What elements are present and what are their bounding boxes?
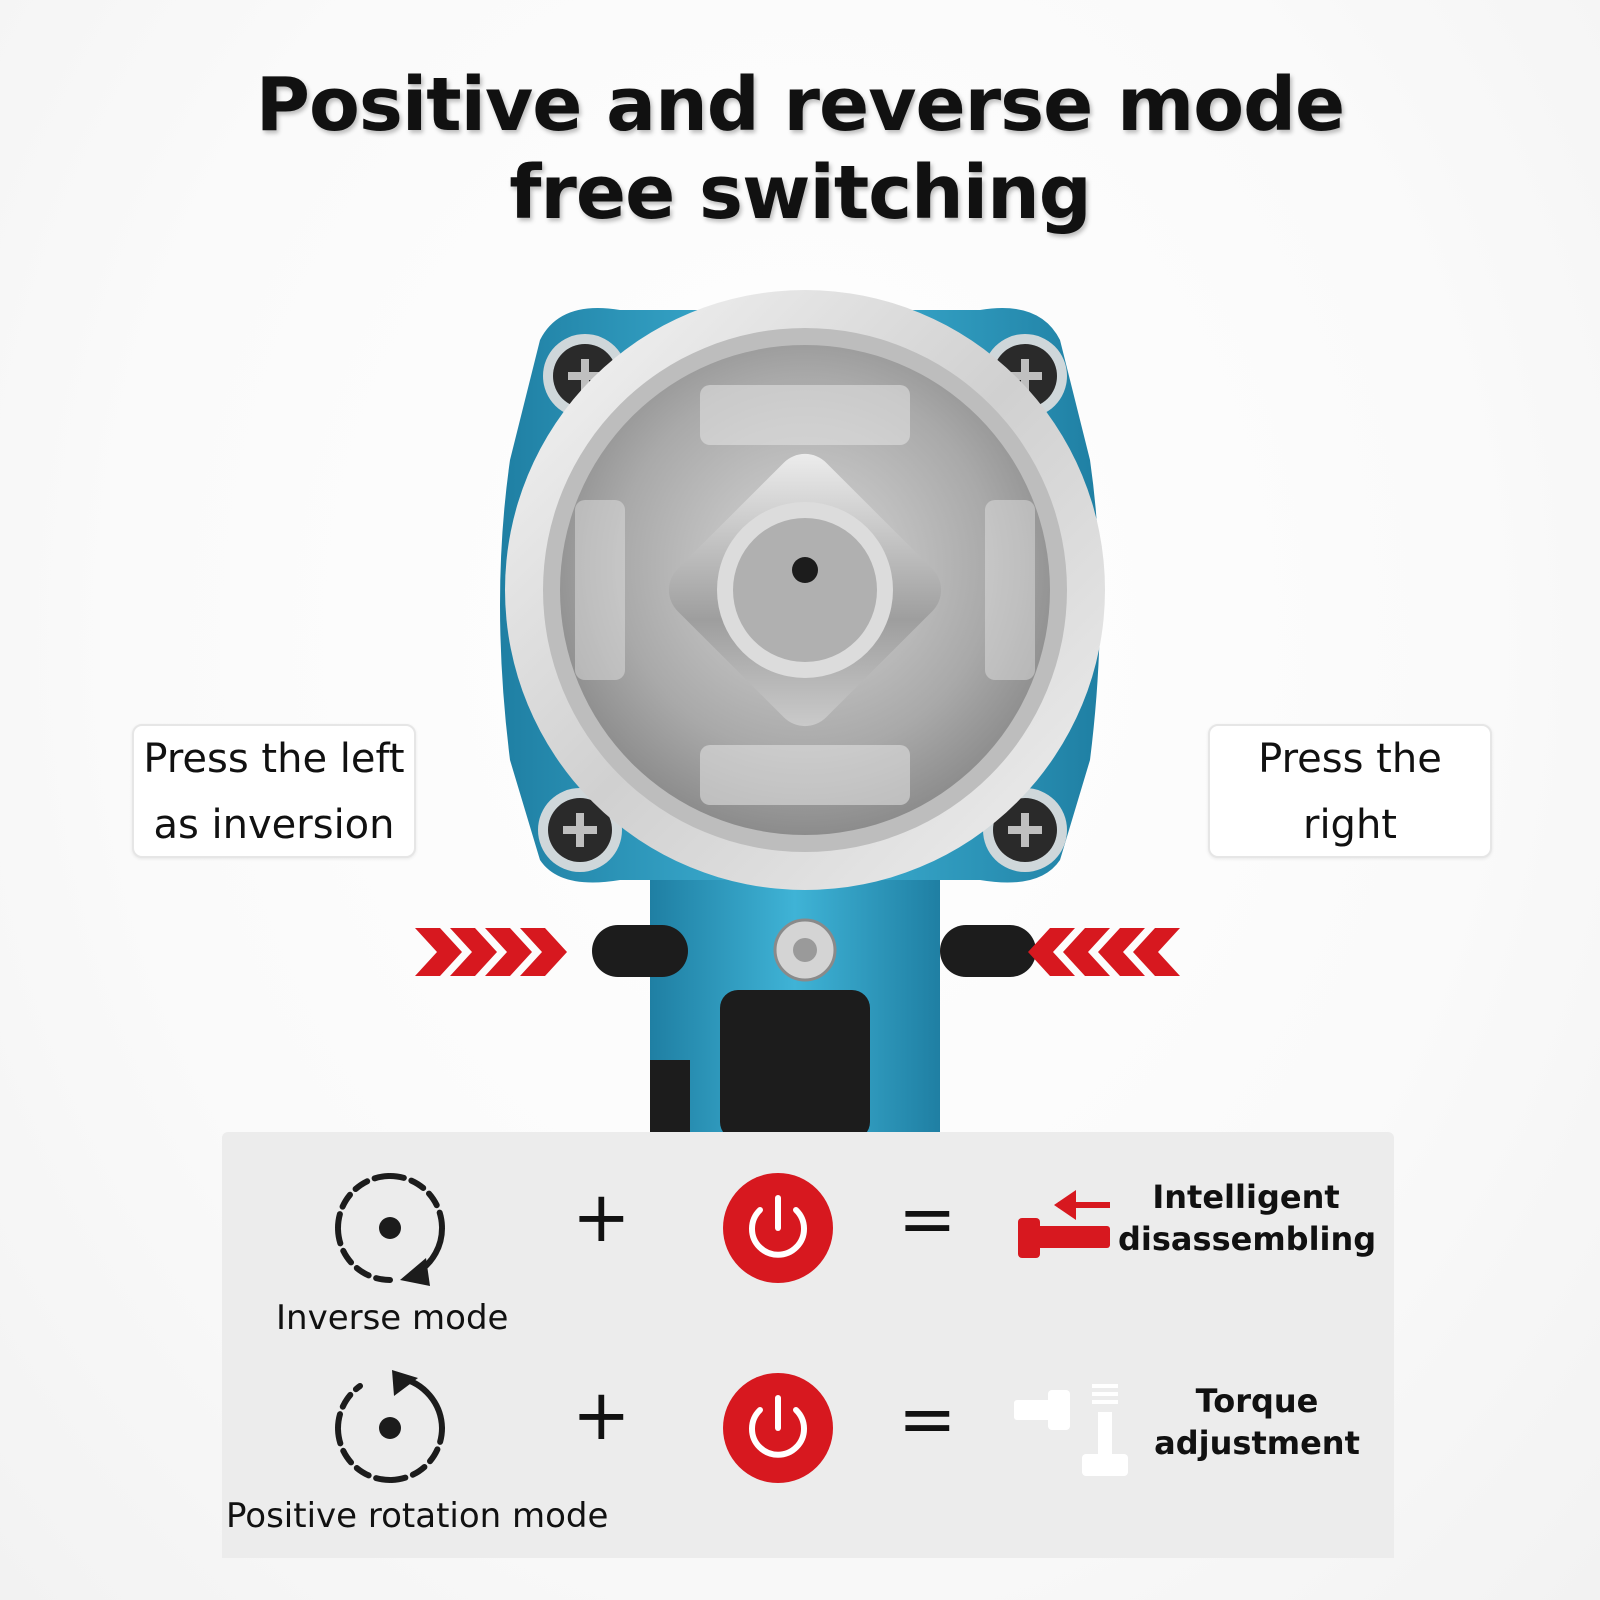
callout-left-line-2: as inversion bbox=[153, 802, 395, 848]
clockwise-rotation-icon bbox=[335, 1370, 445, 1483]
equals-operator-1: = bbox=[898, 1178, 957, 1260]
tool-handle bbox=[650, 840, 940, 1140]
plus-operator-1: + bbox=[572, 1176, 631, 1258]
callout-right-line-1: Press the bbox=[1258, 736, 1442, 782]
result-line-2: adjustment bbox=[1154, 1424, 1360, 1462]
result-line-1: Torque bbox=[1195, 1382, 1319, 1420]
direction-switch bbox=[592, 918, 1036, 982]
headline-line-2: free switching bbox=[509, 150, 1092, 236]
callout-right: Press the right bbox=[1208, 724, 1492, 858]
equals-operator-2: = bbox=[898, 1378, 957, 1460]
red-arrows-pointing-right-icon bbox=[415, 928, 567, 976]
red-arrows-pointing-left-icon bbox=[1028, 928, 1180, 976]
screw-bottom-right bbox=[983, 788, 1067, 872]
mode-panel: Inverse mode + = Intelligent disassembli… bbox=[222, 1132, 1394, 1558]
result-intelligent-disassembling: Intelligent disassembling bbox=[1118, 1176, 1377, 1260]
power-button-icon bbox=[723, 1373, 833, 1483]
callout-left-line-1: Press the left bbox=[143, 736, 405, 782]
square-anvil bbox=[668, 453, 942, 727]
positive-rotation-mode-label: Positive rotation mode bbox=[226, 1496, 609, 1536]
callout-left: Press the left as inversion bbox=[132, 724, 416, 858]
power-button-icon bbox=[723, 1173, 833, 1283]
plus-operator-2: + bbox=[572, 1374, 631, 1456]
result-line-2: disassembling bbox=[1118, 1220, 1377, 1258]
wrench-loosen-icon bbox=[1018, 1190, 1110, 1258]
headline-line-1: Positive and reverse mode bbox=[255, 62, 1345, 148]
result-torque-adjustment: Torque adjustment bbox=[1132, 1380, 1382, 1464]
torque-adjust-icon bbox=[1014, 1384, 1128, 1476]
callout-right-line-2: right bbox=[1303, 802, 1397, 848]
counterclockwise-rotation-icon bbox=[335, 1173, 446, 1286]
inverse-mode-label: Inverse mode bbox=[276, 1298, 509, 1338]
result-line-1: Intelligent bbox=[1152, 1178, 1340, 1216]
